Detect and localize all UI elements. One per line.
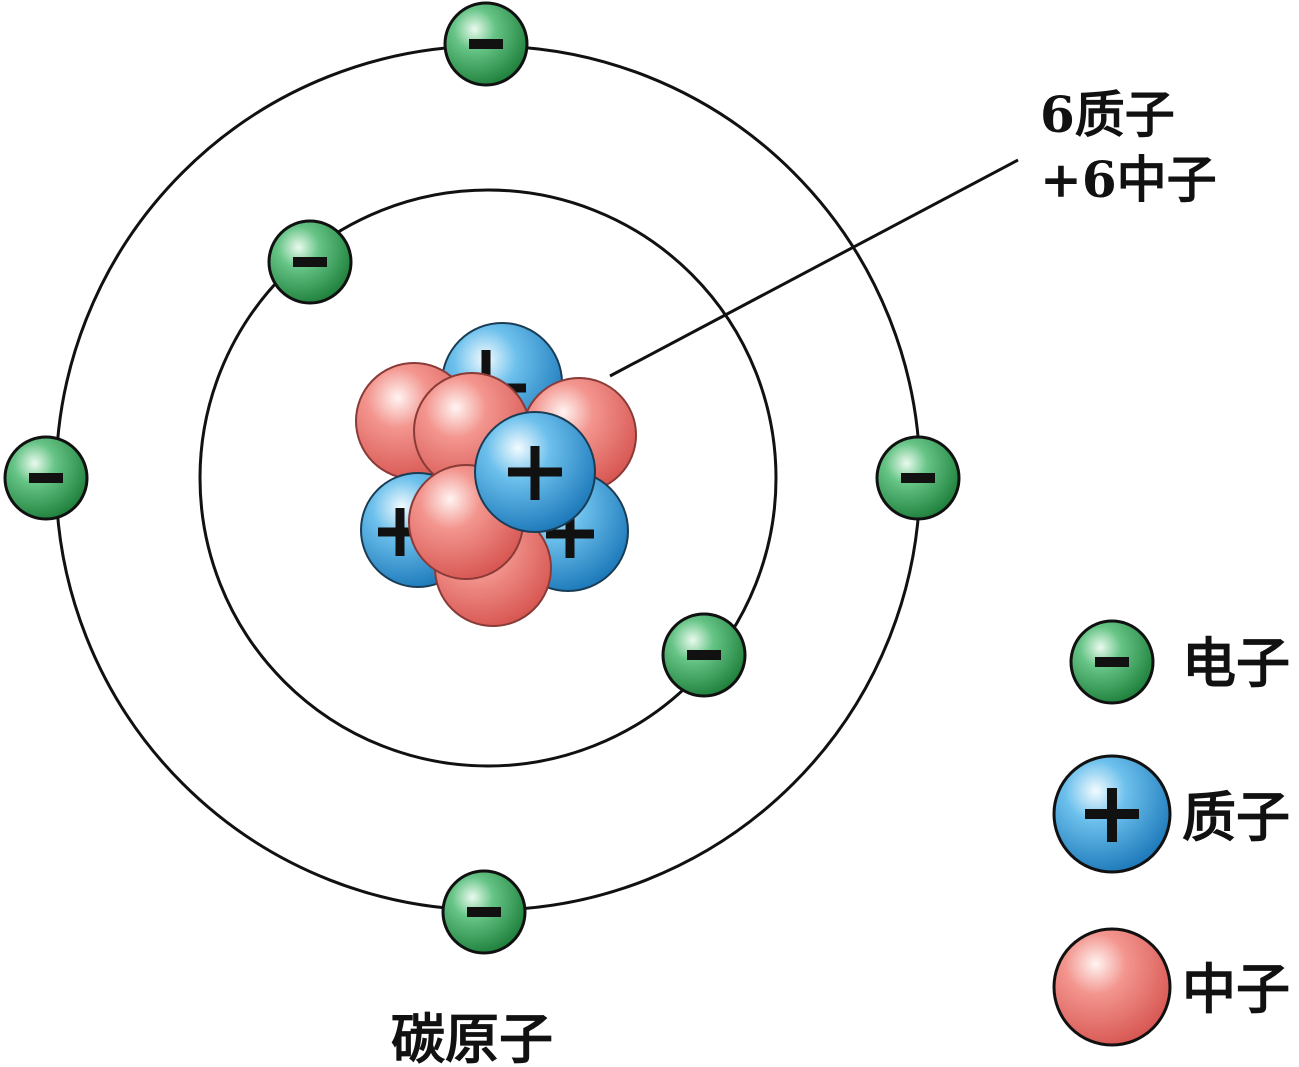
callout-protons: 6质子	[1040, 85, 1175, 144]
electron	[441, 869, 527, 955]
legend-electron-icon	[1069, 619, 1155, 705]
legend-proton-icon	[1052, 754, 1172, 874]
electron	[661, 612, 747, 698]
legend: 电子 质子 中子	[1052, 619, 1290, 1047]
legend-proton-label: 质子	[1182, 785, 1290, 849]
legend-neutron-icon	[1052, 927, 1172, 1047]
callout-line	[609, 158, 1019, 378]
electron	[875, 435, 961, 521]
electron	[443, 1, 529, 87]
electron	[3, 435, 89, 521]
nucleus	[355, 322, 637, 627]
inner-orbit	[198, 188, 778, 768]
callout-neutrons: +6中子	[1040, 150, 1217, 209]
nucleus-proton	[474, 411, 596, 533]
legend-neutron-label: 中子	[1182, 957, 1290, 1021]
electron	[267, 219, 353, 305]
legend-electron-label: 电子	[1182, 631, 1290, 695]
atom-title: 碳原子	[391, 1007, 553, 1067]
